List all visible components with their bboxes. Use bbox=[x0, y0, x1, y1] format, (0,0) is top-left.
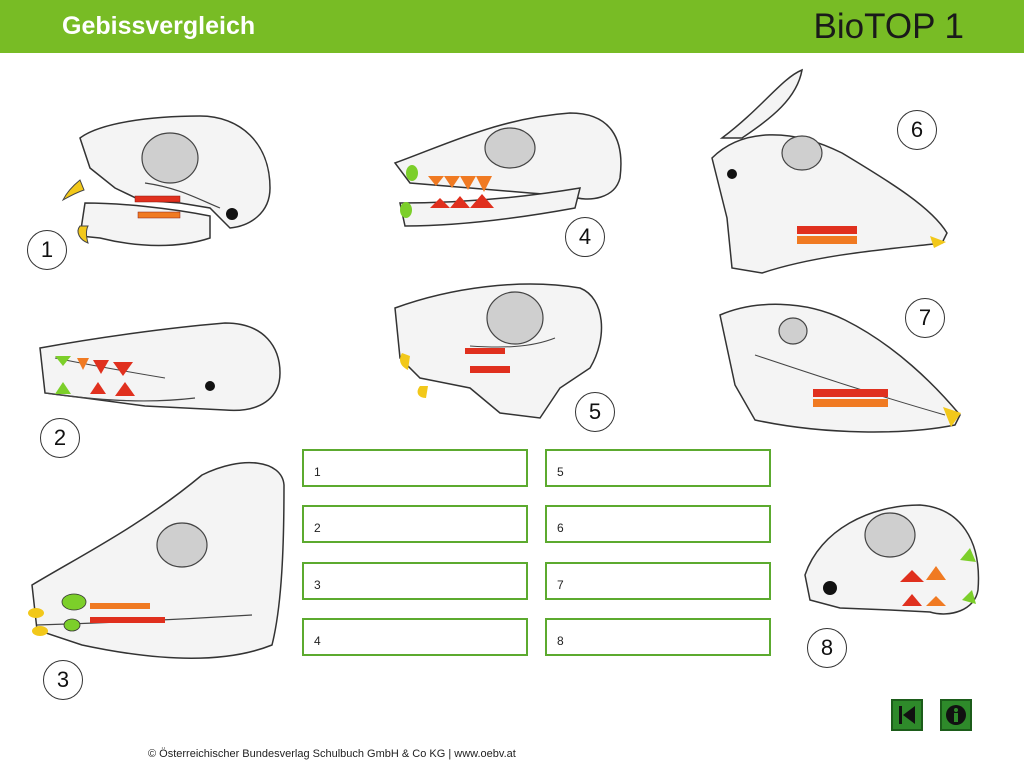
header-bar: Gebissvergleich BioTOP 1 bbox=[0, 0, 1024, 53]
answer-box-2[interactable]: 2 bbox=[302, 505, 528, 543]
skull-number-1: 1 bbox=[27, 230, 67, 270]
answer-box-1[interactable]: 1 bbox=[302, 449, 528, 487]
answer-box-label: 6 bbox=[557, 521, 564, 535]
skull-8-cat bbox=[800, 500, 985, 625]
skull-number-4: 4 bbox=[565, 217, 605, 257]
brand-logo: BioTOP 1 bbox=[813, 7, 964, 46]
answer-box-label: 4 bbox=[314, 634, 321, 648]
skull-number-8: 8 bbox=[807, 628, 847, 668]
answer-box-6[interactable]: 6 bbox=[545, 505, 771, 543]
info-button[interactable] bbox=[940, 699, 972, 731]
skull-3-pig bbox=[22, 455, 292, 670]
answer-box-label: 7 bbox=[557, 578, 564, 592]
skull-1-rodent bbox=[60, 108, 280, 258]
skull-5-rabbit bbox=[390, 278, 610, 428]
page-title: Gebissvergleich bbox=[62, 12, 256, 40]
answer-box-3[interactable]: 3 bbox=[302, 562, 528, 600]
answer-box-label: 3 bbox=[314, 578, 321, 592]
answer-box-label: 1 bbox=[314, 465, 321, 479]
back-button[interactable] bbox=[891, 699, 923, 731]
skull-7-horse bbox=[715, 295, 965, 440]
skull-2-insectivore bbox=[35, 318, 285, 418]
skull-6-cow bbox=[702, 68, 952, 278]
skull-number-2: 2 bbox=[40, 418, 80, 458]
skull-number-6: 6 bbox=[897, 110, 937, 150]
answer-box-7[interactable]: 7 bbox=[545, 562, 771, 600]
answer-box-label: 5 bbox=[557, 465, 564, 479]
answer-box-label: 2 bbox=[314, 521, 321, 535]
answer-box-8[interactable]: 8 bbox=[545, 618, 771, 656]
answer-box-label: 8 bbox=[557, 634, 564, 648]
answer-box-5[interactable]: 5 bbox=[545, 449, 771, 487]
skip-back-icon bbox=[899, 706, 915, 724]
skull-4-dog bbox=[390, 108, 630, 238]
skull-number-7: 7 bbox=[905, 298, 945, 338]
footer-copyright: © Österreichischer Bundesverlag Schulbuc… bbox=[148, 748, 516, 760]
info-icon bbox=[946, 705, 966, 725]
answer-box-4[interactable]: 4 bbox=[302, 618, 528, 656]
skull-number-3: 3 bbox=[43, 660, 83, 700]
skull-number-5: 5 bbox=[575, 392, 615, 432]
